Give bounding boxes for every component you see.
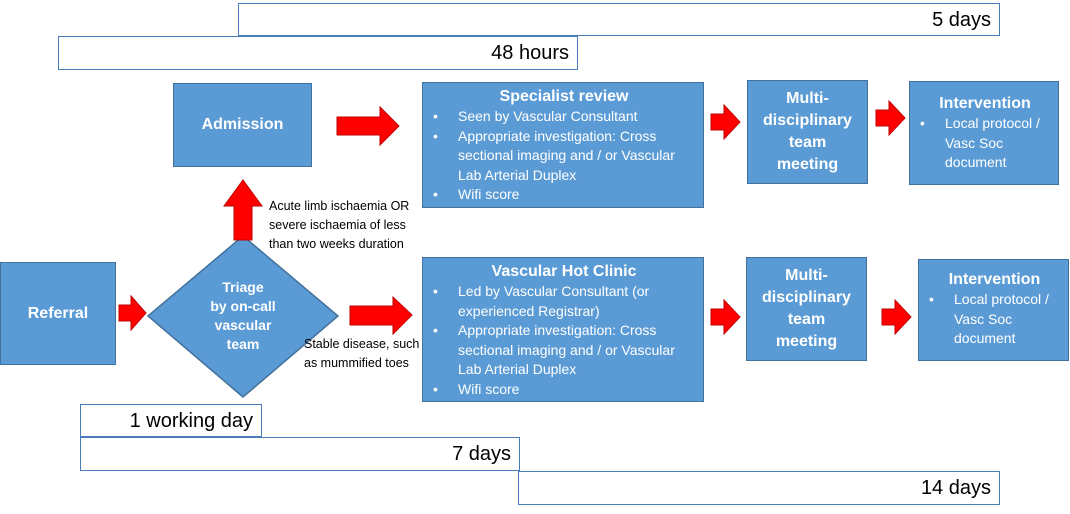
arrow-triage-to-hot-clinic — [349, 295, 413, 336]
arrow-specialist-review-to-mdt — [710, 103, 741, 141]
arrow-hot-clinic-to-mdt — [710, 298, 741, 336]
mdt-line: meeting — [775, 333, 838, 350]
triage-line: Triage — [222, 279, 264, 295]
arrow-triage-to-admission — [223, 179, 263, 241]
intervention-upper-box: Intervention Local protocol / Vasc Soc d… — [909, 81, 1059, 185]
timeline-14-days: 14 days — [518, 471, 1000, 505]
timeline-48-hours: 48 hours — [58, 36, 578, 70]
specialist-review-title: Specialist review — [499, 88, 629, 105]
timeline-48-hours-label: 48 hours — [491, 42, 569, 64]
mdt-line: meeting — [776, 156, 839, 173]
list-item: Appropriate investigation: Cross section… — [431, 127, 697, 186]
stable-criteria-line: as mummified toes — [304, 356, 409, 370]
timeline-7-days: 7 days — [80, 437, 520, 471]
timeline-1-working-day: 1 working day — [80, 404, 262, 437]
stable-criteria-line: Stable disease, such — [304, 337, 420, 351]
mdt-line: disciplinary — [763, 112, 852, 129]
intervention-lower-list: Local protocol / Vasc Soc document — [927, 290, 1062, 349]
intervention-upper-list: Local protocol / Vasc Soc document — [918, 114, 1052, 173]
arrow-admission-to-specialist-review — [336, 105, 400, 147]
arrow-mdt-to-intervention-upper — [875, 99, 906, 137]
specialist-review-list: Seen by Vascular Consultant Appropriate … — [431, 107, 697, 205]
mdt-line: team — [787, 311, 826, 328]
hot-clinic-list: Led by Vascular Consultant (or experienc… — [431, 282, 697, 399]
timeline-5-days: 5 days — [238, 3, 1000, 36]
mdt-line: Multi- — [785, 267, 828, 284]
admission-box: Admission — [173, 83, 312, 167]
specialist-review-box: Specialist review Seen by Vascular Consu… — [422, 82, 704, 208]
mdt-line: team — [788, 134, 827, 151]
intervention-upper-title: Intervention — [939, 95, 1031, 112]
timeline-14-days-label: 14 days — [920, 477, 991, 499]
urgent-criteria-note: Acute limb ischaemia OR severe ischaemia… — [269, 197, 409, 254]
triage-diamond — [146, 235, 340, 398]
mdt-line: Multi- — [786, 90, 829, 107]
list-item: Appropriate investigation: Cross section… — [431, 321, 697, 380]
timeline-1-working-day-label: 1 working day — [129, 409, 253, 432]
triage-line: vascular — [214, 317, 272, 333]
hot-clinic-title: Vascular Hot Clinic — [491, 263, 637, 280]
triage-line: by on-call — [210, 298, 276, 314]
intervention-lower-box: Intervention Local protocol / Vasc Soc d… — [918, 259, 1069, 361]
timeline-5-days-label: 5 days — [932, 8, 991, 31]
mdt-upper-box: Multi- disciplinary team meeting — [747, 80, 868, 184]
list-item: Seen by Vascular Consultant — [431, 107, 697, 127]
mdt-lower-box: Multi- disciplinary team meeting — [746, 257, 867, 361]
urgent-criteria-line: than two weeks duration — [269, 237, 404, 251]
admission-label: Admission — [201, 116, 284, 133]
urgent-criteria-line: severe ischaemia of less — [269, 218, 406, 232]
list-item: Led by Vascular Consultant (or experienc… — [431, 282, 697, 321]
list-item: Wifi score — [431, 380, 697, 400]
arrow-referral-to-triage — [118, 294, 147, 332]
referral-label: Referral — [27, 304, 89, 322]
mdt-line: disciplinary — [762, 289, 851, 306]
triage-label: Triage by on-call vascular team — [183, 278, 303, 354]
urgent-criteria-line: Acute limb ischaemia OR — [269, 199, 410, 213]
list-item: Local protocol / Vasc Soc document — [918, 114, 1048, 173]
hot-clinic-box: Vascular Hot Clinic Led by Vascular Cons… — [422, 257, 704, 402]
triage-line: team — [226, 336, 260, 352]
list-item: Local protocol / Vasc Soc document — [927, 290, 1058, 349]
intervention-lower-title: Intervention — [948, 271, 1041, 288]
timeline-7-days-label: 7 days — [452, 443, 511, 465]
list-item: Wifi score — [431, 185, 697, 205]
arrow-mdt-to-intervention-lower — [881, 298, 912, 336]
stable-criteria-note: Stable disease, such as mummified toes — [304, 335, 419, 373]
referral-box: Referral — [0, 262, 116, 365]
